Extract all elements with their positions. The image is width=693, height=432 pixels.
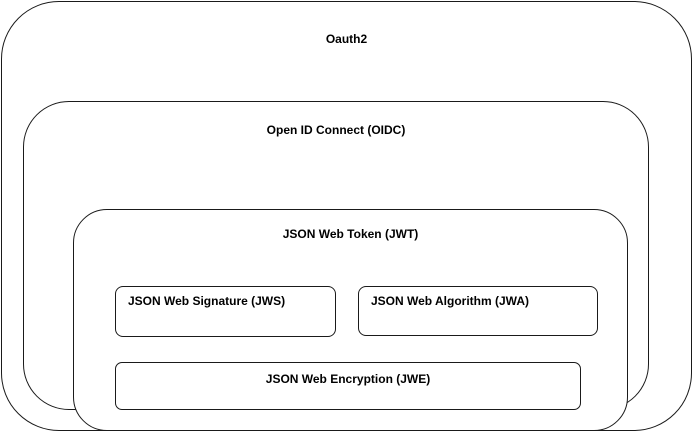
jwt-label: JSON Web Token (JWT) [282,227,419,241]
jwe-label: JSON Web Encryption (JWE) [265,372,431,386]
oauth2-label: Oauth2 [325,32,368,46]
jwa-label: JSON Web Algorithm (JWA) [371,294,530,308]
oidc-label: Open ID Connect (OIDC) [266,123,406,137]
jws-box: JSON Web Signature (JWS) [115,286,336,337]
jwe-box: JSON Web Encryption (JWE) [115,362,581,410]
jws-label: JSON Web Signature (JWS) [128,294,286,308]
jwa-box: JSON Web Algorithm (JWA) [358,286,598,336]
